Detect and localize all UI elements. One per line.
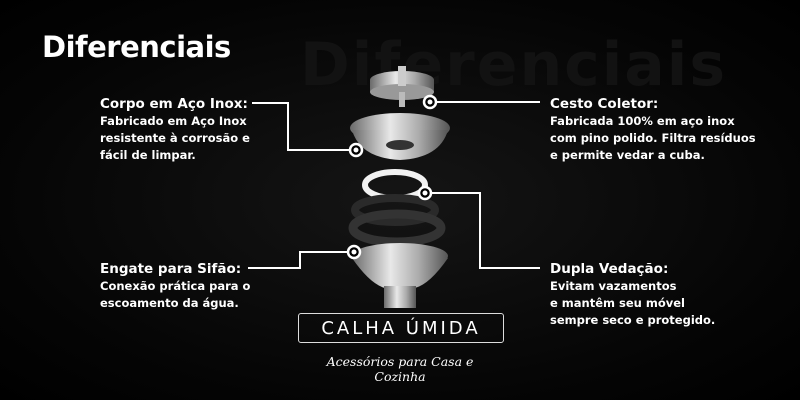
feature-heading: Dupla Vedação: [550, 261, 669, 277]
feature-text: escoamento da água. [100, 296, 239, 310]
callout-lines [248, 101, 540, 269]
feature-text: e permite vedar a cuba. [550, 148, 705, 162]
black-seals [348, 194, 446, 247]
stainless-body [350, 113, 450, 160]
feature-text: Fabricado em Aço Inox [100, 114, 247, 128]
feature-heading: Cesto Coletor: [550, 96, 659, 112]
basket-strainer [370, 66, 434, 107]
brand-logo: CALHA ÚMIDA [298, 313, 504, 343]
feature-vedacao: Dupla Vedação: Evitam vazamentos e mantê… [550, 260, 715, 329]
page-title: Diferenciais [42, 30, 231, 64]
brand-tagline: Acessórios para Casa e Cozinha [326, 354, 474, 384]
feature-text: sempre seco e protegido. [550, 313, 716, 327]
feature-text: Conexão prática para o [100, 279, 251, 293]
feature-corpo: Corpo em Aço Inox: Fabricado em Aço Inox… [100, 95, 250, 164]
drain-outlet [352, 243, 448, 308]
feature-cesto: Cesto Coletor: Fabricada 100% em aço ino… [550, 95, 756, 164]
feature-text: com pino polido. Filtra resíduos [550, 131, 756, 145]
feature-text: Fabricada 100% em aço inox [550, 114, 735, 128]
feature-heading: Engate para Sifão: [100, 261, 242, 277]
feature-text: e mantêm seu móvel [550, 296, 685, 310]
feature-text: resistente à corrosão e [100, 131, 250, 145]
feature-text: Evitam vazamentos [550, 279, 677, 293]
feature-heading: Corpo em Aço Inox: [100, 96, 248, 112]
feature-engate: Engate para Sifão: Conexão prática para … [100, 260, 250, 312]
feature-text: fácil de limpar. [100, 148, 196, 162]
